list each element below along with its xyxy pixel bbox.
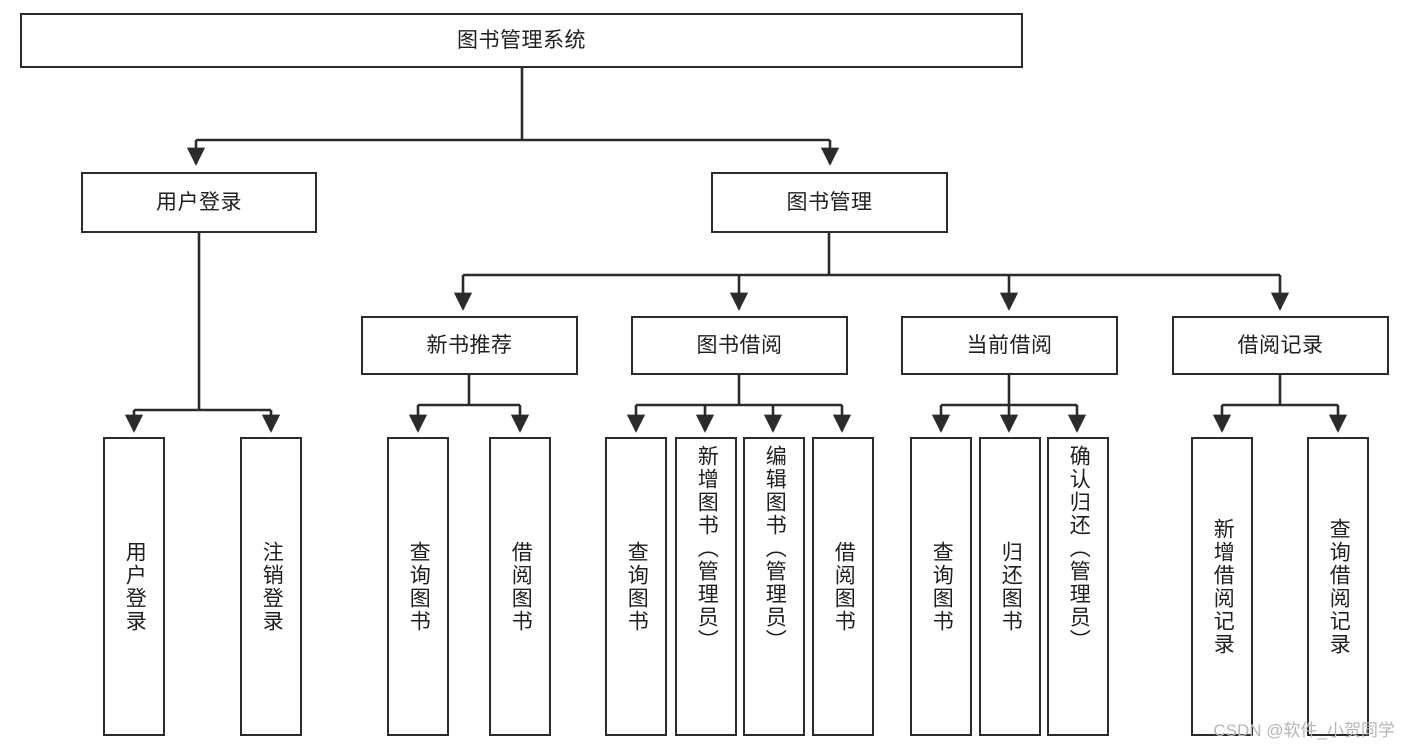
node-label: 查询图书 <box>407 540 431 633</box>
node-label: 新增图书（管理员） <box>695 445 719 652</box>
node-label: 确认归还（管理员） <box>1067 445 1091 652</box>
node-label: 新增借阅记录 <box>1211 517 1235 656</box>
node-label: 当前借阅 <box>966 333 1053 357</box>
node-label: 借阅图书 <box>509 540 533 633</box>
node-label: 图书借阅 <box>696 333 783 357</box>
node-book-borrow[interactable]: 图书借阅 <box>631 316 848 375</box>
node-label: 新书推荐 <box>426 333 513 357</box>
node-label: 查询图书 <box>930 540 954 633</box>
leaf-new-book-recommend-2[interactable]: 借阅图书 <box>489 437 551 736</box>
leaf-current-borrow-3[interactable]: 确认归还（管理员） <box>1047 437 1109 736</box>
leaf-current-borrow-2[interactable]: 归还图书 <box>979 437 1041 736</box>
leaf-user-login-2[interactable]: 注销登录 <box>240 437 302 736</box>
node-user-login[interactable]: 用户登录 <box>81 172 317 233</box>
node-new-book-recommend[interactable]: 新书推荐 <box>361 316 578 375</box>
node-current-borrow[interactable]: 当前借阅 <box>901 316 1118 375</box>
node-label: 借阅记录 <box>1237 333 1324 357</box>
leaf-borrow-record-2[interactable]: 查询借阅记录 <box>1307 437 1369 736</box>
node-book-management[interactable]: 图书管理 <box>711 172 948 233</box>
node-borrow-record[interactable]: 借阅记录 <box>1172 316 1389 375</box>
leaf-book-borrow-4[interactable]: 借阅图书 <box>812 437 874 736</box>
leaf-borrow-record-1[interactable]: 新增借阅记录 <box>1191 437 1253 736</box>
node-label: 编辑图书（管理员） <box>763 445 787 652</box>
node-label: 图书管理 <box>786 190 873 214</box>
leaf-new-book-recommend-1[interactable]: 查询图书 <box>387 437 449 736</box>
leaf-book-borrow-2[interactable]: 新增图书（管理员） <box>675 437 737 736</box>
watermark-text: CSDN @软件_小贺同学 <box>1213 721 1395 740</box>
node-label: 借阅图书 <box>832 540 856 633</box>
node-label: 归还图书 <box>999 540 1023 633</box>
node-label: 注销登录 <box>260 540 284 633</box>
node-label: 图书管理系统 <box>457 28 586 52</box>
leaf-user-login-1[interactable]: 用户登录 <box>103 437 165 736</box>
node-label: 用户登录 <box>123 540 147 633</box>
leaf-current-borrow-1[interactable]: 查询图书 <box>910 437 972 736</box>
node-label: 查询图书 <box>625 540 649 633</box>
node-label: 用户登录 <box>156 190 242 214</box>
leaf-book-borrow-1[interactable]: 查询图书 <box>605 437 667 736</box>
node-book-management-system[interactable]: 图书管理系统 <box>20 13 1023 68</box>
node-label: 查询借阅记录 <box>1327 517 1351 656</box>
leaf-book-borrow-3[interactable]: 编辑图书（管理员） <box>743 437 805 736</box>
